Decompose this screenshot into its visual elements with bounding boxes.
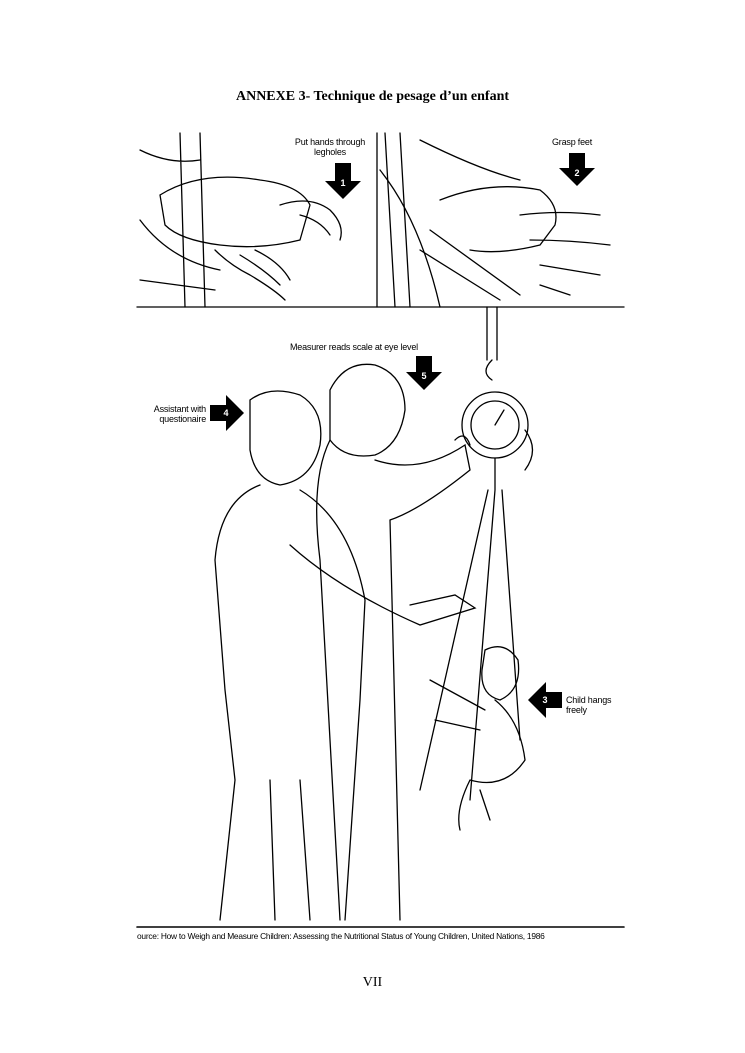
step-4-number: 4 — [223, 408, 228, 418]
main-scene-sketch — [214, 306, 534, 921]
panel-1-hands-sketch — [139, 132, 342, 308]
step-3-line1: Child hangs — [566, 695, 612, 705]
step-2-number: 2 — [574, 168, 579, 178]
step-1-label: Put hands through legholes — [290, 137, 370, 157]
step-1-number: 1 — [340, 178, 345, 188]
page-number: VII — [362, 975, 383, 990]
step-1-line1: Put hands through — [294, 137, 366, 147]
arrow-step-5-icon — [406, 356, 442, 390]
step-3-line2: freely — [566, 705, 587, 715]
step-4-label: Assistant with questionaire — [140, 404, 206, 424]
arrow-step-2-icon — [559, 153, 595, 186]
panel-2-feet-sketch — [379, 132, 611, 308]
step-2-label: Grasp feet — [552, 137, 593, 147]
page-title: ANNEXE 3- Technique de pesage d’un enfan… — [235, 89, 510, 104]
step-4-line2: questionaire — [159, 414, 206, 424]
step-3-label: Child hangs freely — [566, 695, 612, 715]
arrow-step-3-icon — [528, 682, 562, 718]
figure-source: ource: How to Weigh and Measure Children… — [137, 931, 545, 941]
arrow-step-4-icon — [210, 395, 244, 431]
arrow-step-1-icon — [325, 163, 361, 199]
step-5-label: Measurer reads scale at eye level — [290, 342, 418, 352]
step-1-line2: legholes — [314, 147, 346, 157]
step-5-number: 5 — [421, 371, 426, 381]
step-3-number: 3 — [542, 695, 547, 705]
step-4-line1: Assistant with — [153, 404, 206, 414]
